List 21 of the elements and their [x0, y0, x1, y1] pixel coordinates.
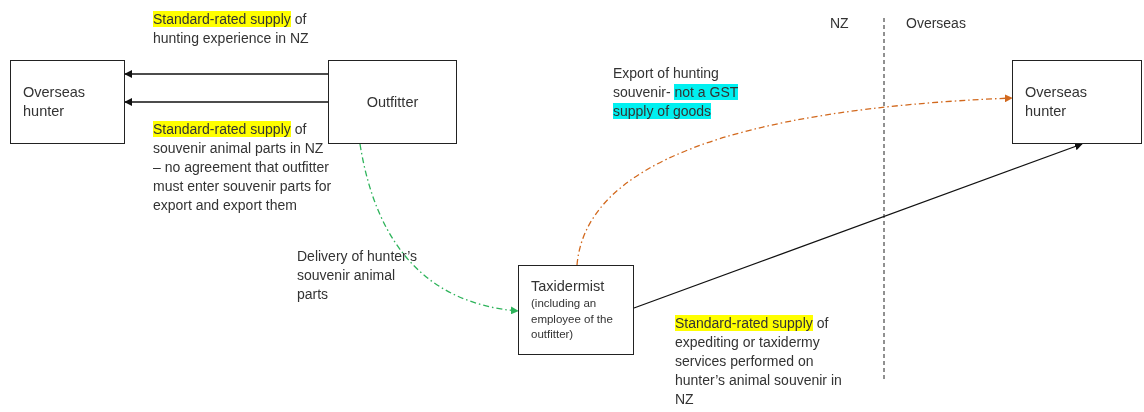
arrow: [124, 98, 329, 106]
node-title: Outfitter: [366, 92, 419, 112]
node-note: (including an employee of the outfitter): [531, 296, 614, 343]
node-title: Overseas hunter: [23, 83, 87, 121]
region-label: NZ: [830, 15, 849, 31]
arrow: [576, 94, 1013, 266]
process-box: [10, 60, 125, 144]
process-box: [328, 60, 457, 144]
region-label: Overseas: [906, 15, 966, 31]
process-box: [1012, 60, 1142, 144]
node-title: Taxidermist: [531, 277, 605, 297]
edge-label: Standard-rated supply of expediting or taxidermy services performed on hunter’s animal souvenir in NZ: [675, 314, 843, 409]
process-box: [518, 265, 634, 355]
edge-label: Standard-rated supply of hunting experience in NZ: [153, 10, 310, 48]
edge-label: Export of hunting souvenir- not a GST supply of goods: [613, 64, 740, 121]
edge-label: Standard-rated supply of souvenir animal parts in NZ – no agreement that outfitter must enter souvenir parts for export and export them: [153, 120, 333, 215]
arrow: [633, 142, 1083, 309]
node-title: Overseas hunter: [1025, 83, 1089, 121]
arrow: [124, 70, 329, 78]
edge-label: Delivery of hunter’s souvenir animal parts: [297, 247, 419, 304]
arrow: [359, 143, 519, 314]
